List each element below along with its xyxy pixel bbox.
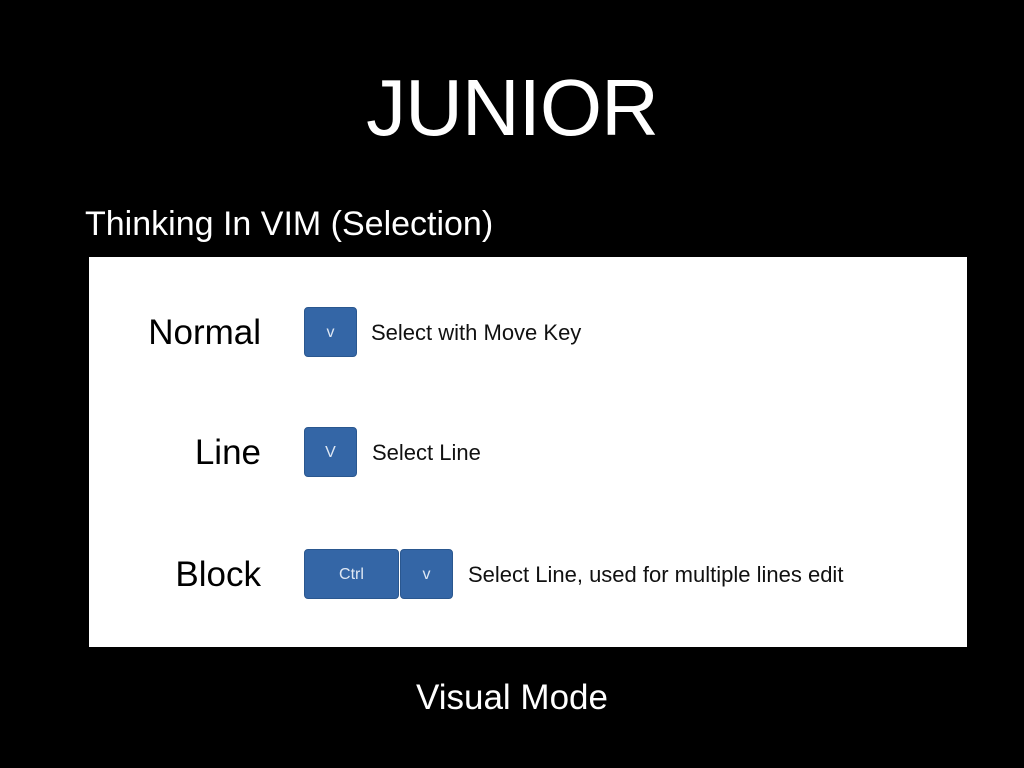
visual-mode-table: Normal v Select with Move Key Line V Sel… — [89, 257, 967, 647]
slide-footer: Visual Mode — [416, 678, 608, 717]
key-v: v — [400, 549, 453, 599]
key-v: v — [304, 307, 357, 357]
mode-description-block: Select Line, used for multiple lines edi… — [468, 562, 844, 587]
mode-description-normal: Select with Move Key — [371, 320, 582, 345]
mode-description-line: Select Line — [372, 440, 481, 465]
key-ctrl: Ctrl — [304, 549, 399, 599]
slide-subtitle: Thinking In VIM (Selection) — [85, 205, 494, 243]
mode-row-block: Block Ctrl v Select Line, used for multi… — [89, 549, 967, 601]
mode-label-block: Block — [175, 555, 261, 594]
key-shift-v: V — [304, 427, 357, 477]
mode-row-line: Line V Select Line — [89, 427, 967, 479]
slide-title: JUNIOR — [366, 63, 659, 152]
mode-label-normal: Normal — [148, 313, 261, 352]
mode-label-line: Line — [194, 433, 261, 472]
mode-row-normal: Normal v Select with Move Key — [89, 307, 967, 359]
